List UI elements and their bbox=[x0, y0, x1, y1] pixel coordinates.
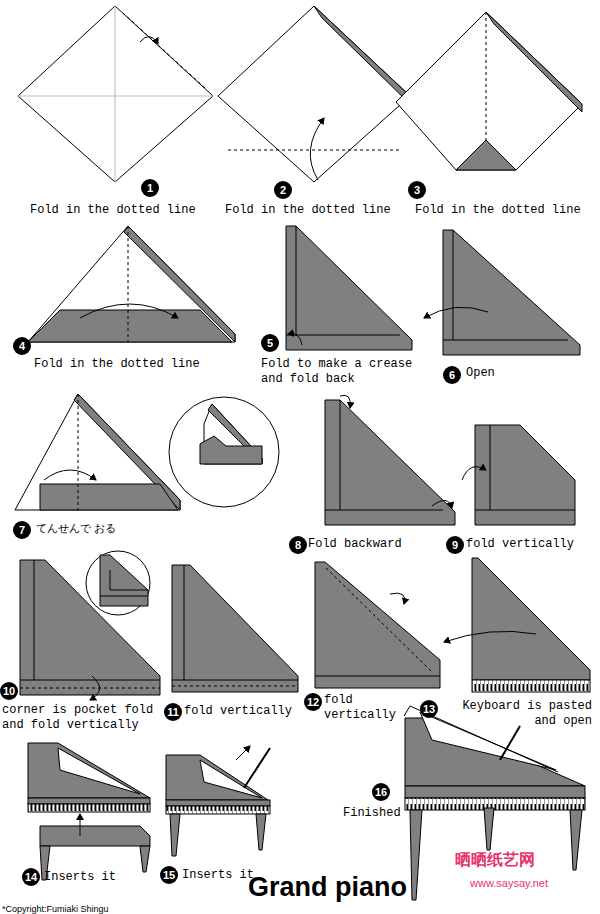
step-instruction: Fold in the dotted line bbox=[225, 203, 425, 218]
step-number: 15 bbox=[160, 866, 178, 884]
step-number: 11 bbox=[164, 703, 182, 721]
step-number: 14 bbox=[22, 868, 40, 886]
step-instruction: Keyboard is pasted and open bbox=[440, 699, 592, 729]
step-number: 16 bbox=[372, 783, 390, 801]
step-instruction: Fold backward bbox=[308, 537, 438, 552]
watermark: www.saysay.net bbox=[470, 876, 548, 891]
title: Grand piano bbox=[248, 872, 407, 903]
step-number: 1 bbox=[141, 179, 159, 197]
step-instruction: Fold to make a crease and fold back bbox=[261, 357, 426, 387]
watermark: 晒晒纸艺网 bbox=[455, 852, 535, 867]
step-number: 4 bbox=[13, 337, 31, 355]
step-instruction: Inserts it bbox=[44, 870, 134, 885]
step-number: 13 bbox=[420, 700, 438, 718]
step-instruction: fold vertically bbox=[466, 537, 596, 552]
step-instruction: Fold in the dotted line bbox=[34, 357, 234, 372]
step-number: 2 bbox=[274, 181, 292, 199]
step-instruction: Fold in the dotted line bbox=[30, 203, 230, 218]
step-number: 9 bbox=[446, 536, 464, 554]
step-number: 7 bbox=[13, 521, 31, 539]
step-instruction: fold vertically bbox=[324, 693, 404, 723]
copyright: *Copyright:Fumiaki Shingu bbox=[2, 902, 222, 914]
step-number: 5 bbox=[261, 334, 279, 352]
step-number: 12 bbox=[304, 693, 322, 711]
step-instruction: Open bbox=[466, 366, 546, 381]
step-number: 10 bbox=[0, 682, 18, 700]
step-number: 8 bbox=[289, 536, 307, 554]
step-instruction: corner is pocket fold and fold verticall… bbox=[2, 703, 162, 733]
step-number: 6 bbox=[443, 366, 461, 384]
step-instruction: Fold in the dotted line bbox=[415, 203, 595, 218]
step-number: 3 bbox=[408, 181, 426, 199]
step-instruction: fold vertically bbox=[184, 704, 304, 719]
step-instruction: てんせんで おる bbox=[36, 521, 186, 536]
step-instruction: Inserts it bbox=[182, 868, 272, 883]
step-instruction: Finished bbox=[343, 806, 403, 821]
